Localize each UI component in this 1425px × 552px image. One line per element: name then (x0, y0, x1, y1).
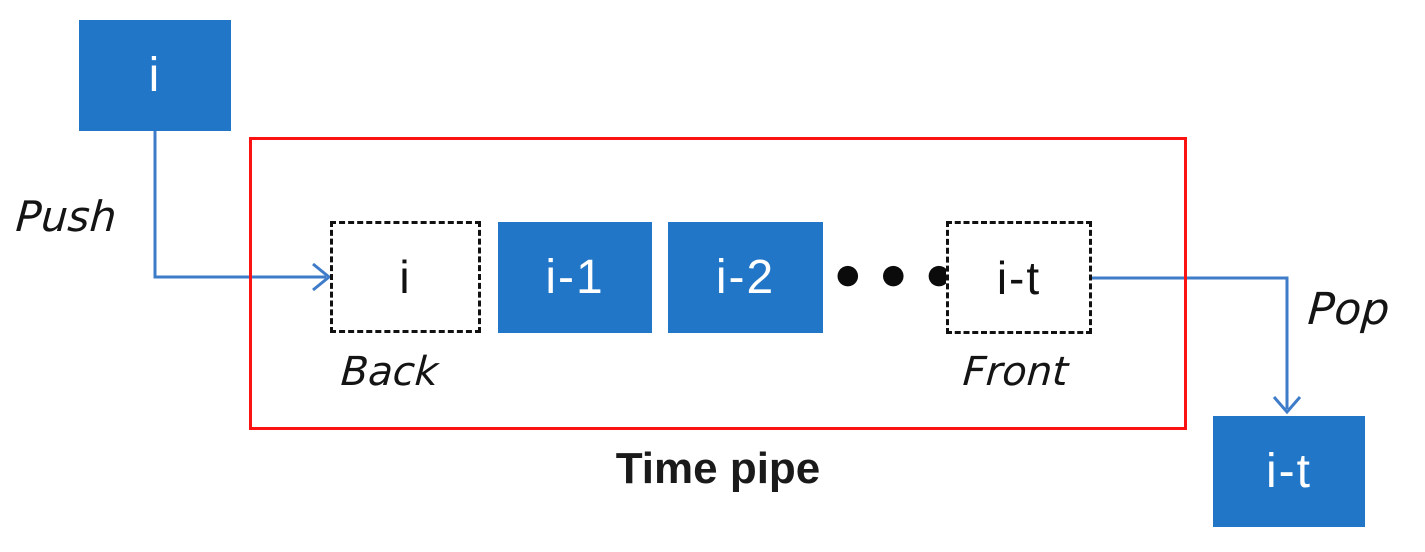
back-caption: Back (339, 349, 440, 395)
queue-slot-i1: i-1 (498, 222, 652, 333)
time-pipe-title: Time pipe (615, 444, 821, 493)
queue-slot-front-label: i-t (996, 251, 1042, 304)
pop-label: Pop (1306, 284, 1392, 335)
input-node-label: i (148, 49, 162, 102)
push-label: Push (14, 192, 119, 241)
time-pipe-border (249, 137, 1187, 430)
output-node: i-t (1213, 416, 1365, 527)
ellipsis-dots-icon: ●●● (836, 259, 973, 290)
output-node-label: i-t (1266, 445, 1312, 498)
input-node: i (79, 20, 231, 131)
queue-slot-front: i-t (946, 221, 1092, 334)
queue-slot-back-label: i (399, 251, 412, 303)
queue-slot-back: i (330, 221, 481, 333)
queue-slot-i2-label: i-2 (715, 251, 776, 304)
queue-slot-i1-label: i-1 (545, 251, 605, 304)
front-caption: Front (961, 349, 1070, 395)
pop-arrowhead-icon (1272, 396, 1302, 415)
queue-slot-i2: i-2 (668, 222, 823, 333)
